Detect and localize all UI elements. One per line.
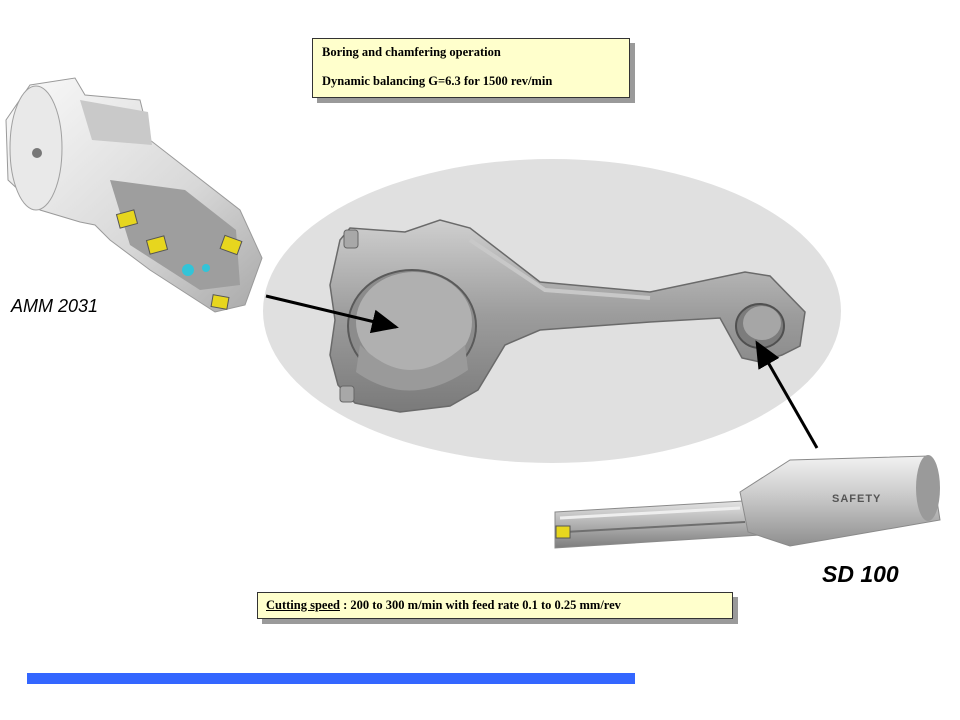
drill-sd-100-image: SAFETY: [554, 455, 941, 549]
accent-bar: [27, 673, 635, 684]
operation-note-box: Boring and chamfering operation Dynamic …: [312, 38, 630, 98]
balancing-text: Dynamic balancing G=6.3 for 1500 rev/min: [322, 74, 553, 88]
connecting-rod-image: [329, 219, 806, 413]
sd-100-label: SD 100: [822, 561, 899, 587]
amm-2031-label: AMM 2031: [11, 296, 99, 316]
cutting-speed-label: Cutting speed: [266, 598, 340, 612]
cutting-speed-values: : 200 to 300 m/min with feed rate 0.1 to…: [339, 598, 621, 612]
arrow-to-big-end: [265, 294, 399, 334]
cutting-speed-note-box: Cutting speed : 200 to 300 m/min with fe…: [257, 592, 733, 619]
safety-brand-mark: SAFETY: [832, 493, 881, 505]
boring-tool-amm-2031-image: [5, 77, 263, 313]
operation-text: Boring and chamfering operation: [322, 45, 501, 59]
arrow-to-small-end: [755, 340, 819, 449]
cutting-speed-text: Cutting speed : 200 to 300 m/min with fe…: [266, 598, 621, 613]
